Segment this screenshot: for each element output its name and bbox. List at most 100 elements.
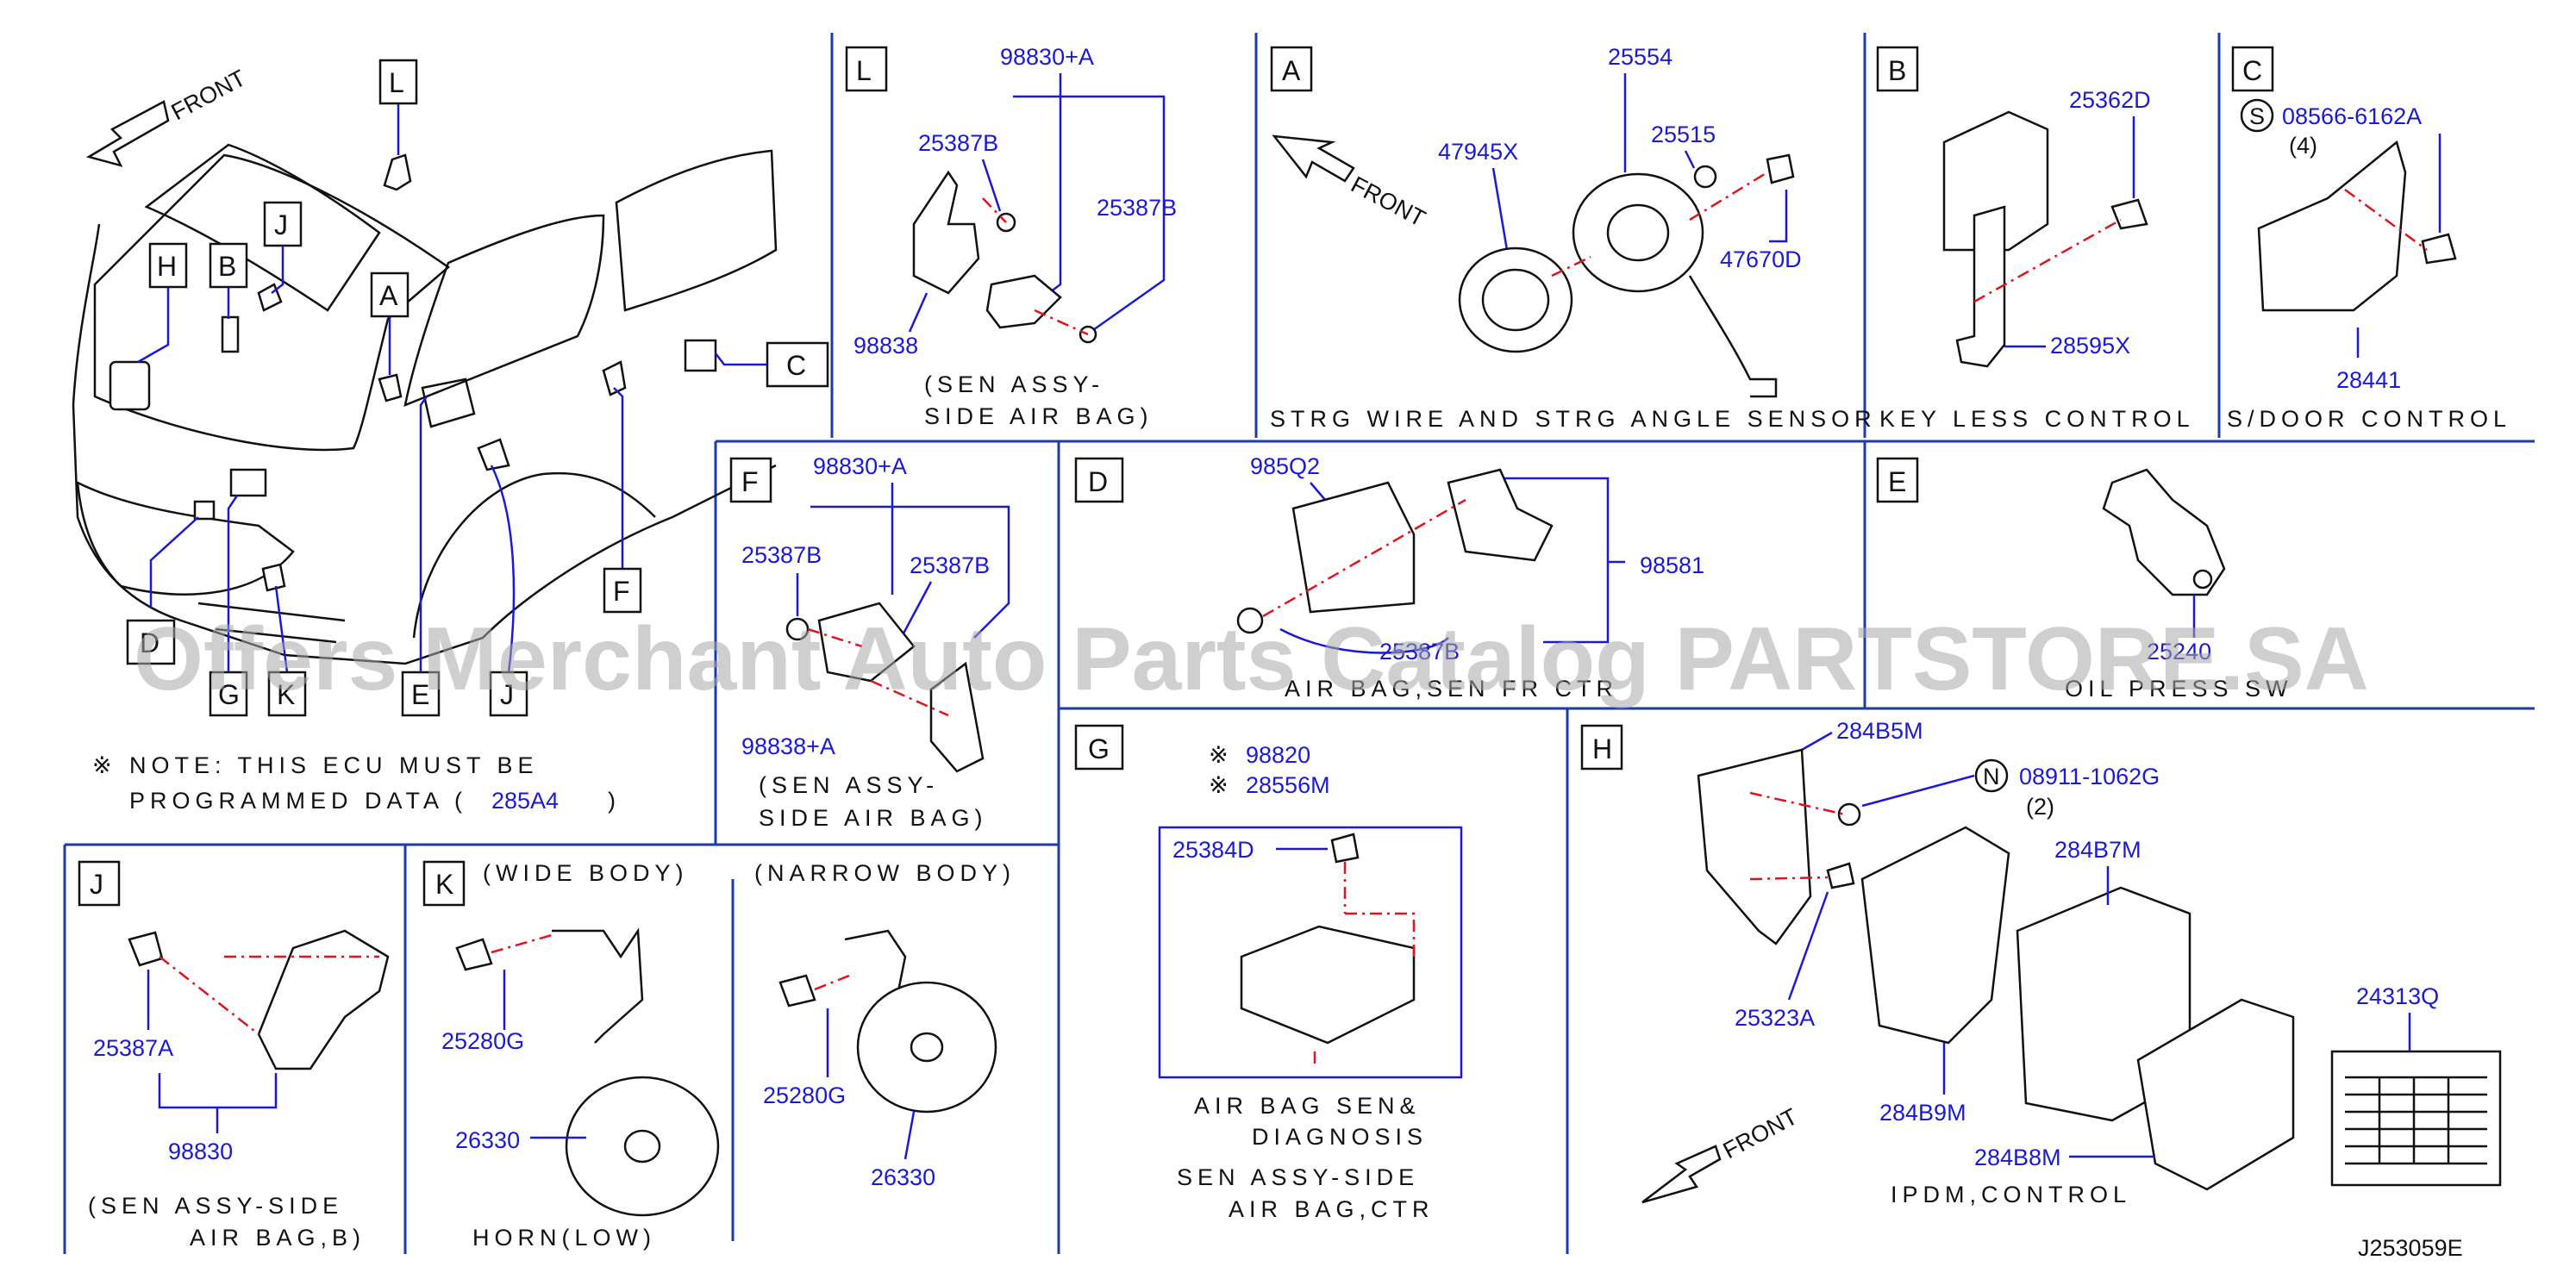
callout-b: B [218, 251, 236, 282]
sdoor-unit [684, 339, 717, 372]
panel-k-p4: 26330 [871, 1164, 935, 1190]
panel-l-cap2: SIDE AIR BAG) [924, 403, 1154, 429]
panel-l-p3: 25387B [1097, 195, 1177, 221]
ipdm-cover [1860, 826, 2010, 1045]
panel-c-qty: (4) [2289, 133, 2317, 159]
panel-l-letter: L [856, 55, 872, 86]
panel-j-letter: J [90, 869, 103, 900]
car-grille [197, 602, 346, 644]
panel-g-letter: G [1088, 733, 1110, 764]
callout-h: H [157, 251, 177, 282]
panel-f-sensor [817, 602, 916, 683]
ipdm-label-grid [2345, 1076, 2487, 1165]
panel-e-p1: 25240 [2147, 639, 2211, 664]
side-sensor-f [602, 360, 627, 396]
panel-d: D 985Q2 98581 25387B AIR BAG,SEN FR CTR [1074, 453, 1704, 702]
panel-b: B 25362D 28595X KEY LESS CONTROL [1876, 46, 2190, 432]
panel-a-p3: 47945X [1438, 139, 1518, 165]
panel-f-bracket [929, 661, 985, 773]
panel-e-cap: OIL PRESS SW [2065, 676, 2293, 702]
callout-l: L [389, 67, 404, 98]
panel-g-cap4: AIR BAG,CTR [1229, 1196, 1435, 1222]
panel-g-cap2: DIAGNOSIS [1252, 1124, 1428, 1150]
panel-j-bolt [128, 931, 164, 967]
panel-c-p1: 08566-6162A [2282, 103, 2422, 129]
note-close: ) [608, 788, 616, 814]
sdoor-control-unit [2257, 140, 2407, 312]
panel-l: L 98830+A 25387B 25387B 98838 (SEN ASSY-… [845, 44, 1177, 429]
vehicle-overview: FRONT [72, 59, 829, 814]
panel-h: H 284B5M N 08911-1062G (2) 284B7M 25323A… [1580, 718, 2502, 1207]
panel-h-p2: 08911-1062G [2019, 764, 2160, 789]
panel-a-p4: 47670D [1720, 246, 1802, 272]
front-arrow-icon [85, 100, 170, 167]
horn-narrow [856, 981, 997, 1114]
panel-b-p2: 28595X [2050, 333, 2130, 359]
panel-k-p3: 25280G [763, 1082, 846, 1108]
keyless-bracket [1955, 205, 2006, 368]
callout-k: K [277, 679, 295, 710]
panel-g-cap1: AIR BAG SEN& [1194, 1093, 1421, 1119]
ipdm-bracket [1697, 748, 1812, 945]
panel-f-letter: F [741, 466, 759, 497]
side-sensor-l [383, 153, 412, 191]
ipdm-unit [109, 360, 151, 411]
panel-a: A FRONT 25554 25515 47945X 47670D STRG W… [1270, 44, 1872, 432]
note-code: 285A4 [491, 788, 559, 814]
panel-f-p1: 98830+A [813, 453, 907, 479]
strg-sensor [378, 373, 403, 402]
callout-f: F [613, 576, 630, 607]
key-less-unit [221, 315, 240, 353]
diagram-id: J253059E [2358, 1235, 2463, 1261]
panel-c-smark: S [2249, 103, 2265, 129]
horn-unit [261, 563, 286, 592]
panel-a-front: FRONT [1347, 172, 1429, 232]
note-line2: PROGRAMMED DATA ( [129, 788, 467, 814]
note-line1: NOTE: THIS ECU MUST BE [129, 752, 539, 778]
panel-d-p2: 98581 [1640, 552, 1704, 578]
panel-j-p1: 25387A [93, 1035, 173, 1061]
panel-h-front: FRONT [1719, 1103, 1802, 1164]
oil-press-sw [477, 438, 510, 471]
panel-h-front-arrow-icon [1641, 1145, 1722, 1204]
panel-h-nmark: N [1983, 764, 2000, 789]
panel-c-letter: C [2242, 55, 2262, 86]
panel-g-m1: ※ [1209, 742, 1229, 768]
panel-k-wide: (WIDE BODY) [483, 860, 689, 886]
horn-wide [565, 1076, 720, 1217]
callout-c: C [786, 350, 806, 381]
panel-h-p6: 284B8M [1974, 1145, 2061, 1170]
note-mark: ※ [92, 752, 112, 778]
car-body-outline [72, 223, 777, 665]
panel-h-p1: 284B5M [1836, 718, 1923, 744]
panel-b-p1: 25362D [2069, 87, 2151, 113]
car-wheel-arch [412, 471, 656, 639]
car-mirror [421, 377, 476, 428]
panel-a-letter: A [1282, 55, 1301, 86]
panel-frames [63, 33, 2535, 1254]
callout-j-top: J [274, 209, 288, 240]
car-side-window [403, 214, 605, 408]
panel-g-cap3: SEN ASSY-SIDE [1177, 1164, 1419, 1190]
callout-e: E [411, 679, 429, 710]
panel-g-p3: 25384D [1172, 837, 1254, 863]
car-rear-window [615, 149, 778, 312]
angle-sensor [1572, 172, 1704, 293]
panel-f: F 98830+A 25387B 25387B 98838+A (SEN ASS… [729, 453, 1010, 831]
panel-j-cap1: (SEN ASSY-SIDE [88, 1193, 343, 1219]
panel-h-cap: IPDM,CONTROL [1891, 1182, 2131, 1207]
panel-h-p7: 24313Q [2356, 983, 2439, 1009]
panel-d-nut [1236, 607, 1264, 634]
panel-b-letter: B [1888, 55, 1906, 86]
panel-j-cap2: AIR BAG,B) [190, 1225, 366, 1251]
panel-l-p1: 98830+A [1000, 44, 1094, 70]
air-bag-sen-diagnosis-unit [1240, 925, 1416, 1045]
panel-e: E 25240 OIL PRESS SW [1876, 457, 2293, 702]
panel-f-p3: 25387B [910, 552, 990, 578]
panel-j-sensor [257, 929, 390, 1070]
panel-l-p2: 25387B [918, 130, 998, 156]
panel-l-p4: 98838 [853, 333, 918, 359]
panel-f-cap2: SIDE AIR BAG) [759, 805, 988, 831]
